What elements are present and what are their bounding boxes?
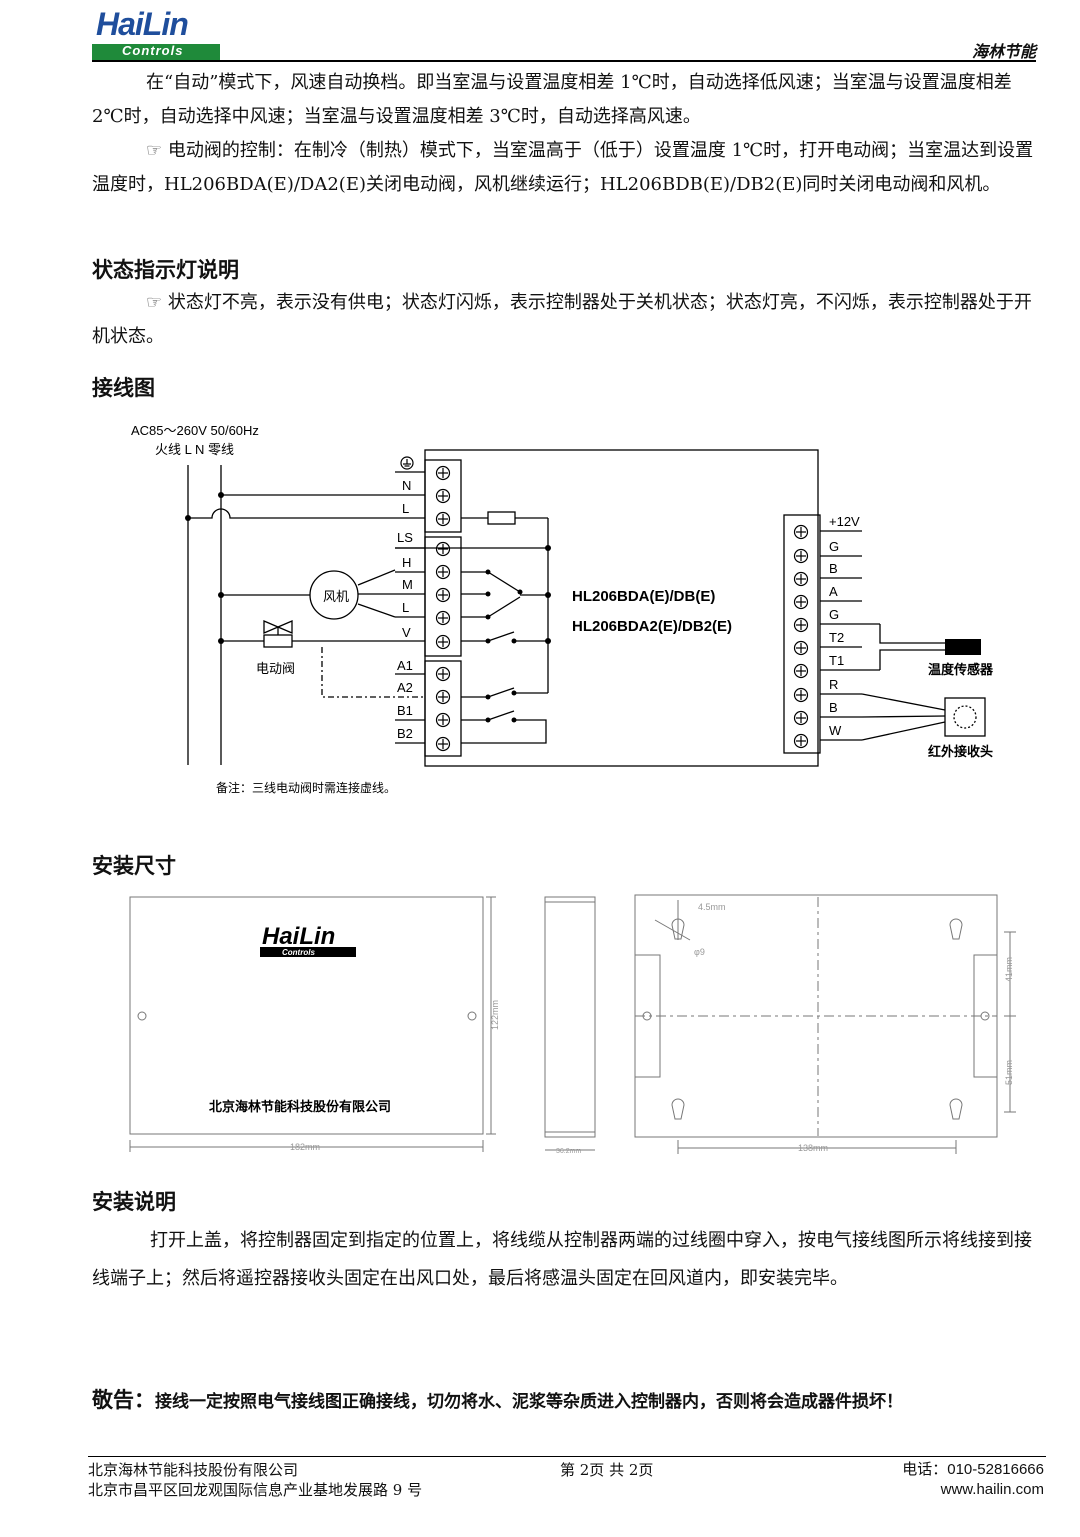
left-terminal-label: V — [402, 625, 411, 640]
right-terminal-label: T1 — [829, 653, 844, 668]
terminal-screw-icon — [793, 594, 809, 610]
terminal-screw-icon — [793, 640, 809, 656]
front-logo-main: HaiLin — [262, 923, 335, 950]
footer-web: www.hailin.com — [940, 1481, 1044, 1498]
wiring-diagram: AC85～260V 50/60Hz 火线 L N 零线 风机 电动阀 备注：三线… — [131, 423, 994, 795]
section-title-wiring: 接线图 — [92, 376, 155, 400]
dim-slot: 4.5mm — [698, 902, 726, 912]
header-rule — [92, 60, 1036, 62]
terminal-screw-icon — [435, 634, 451, 650]
paragraph-auto-mode: 在“自动”模式下，风速自动换档。即当室温与设置温度相差 1℃时，自动选择低风速；… — [92, 72, 1012, 127]
front-logo: HaiLin Controls — [260, 923, 356, 957]
terminal-screw-icon — [435, 511, 451, 527]
right-terminal-label: W — [829, 723, 842, 738]
right-terminal-label: G — [829, 607, 839, 622]
left-terminal-label: M — [402, 577, 413, 592]
left-terminal-label: L — [402, 501, 409, 516]
section-title-dimensions: 安装尺寸 — [92, 854, 176, 878]
ground-icon — [400, 456, 414, 470]
power-label: AC85～260V 50/60Hz — [131, 423, 259, 438]
terminal-screw-icon — [435, 736, 451, 752]
header-logo: HaiLin Controls — [92, 6, 226, 60]
section-title-status: 状态指示灯说明 — [92, 258, 239, 282]
paragraph-status: ☞ 状态灯不亮，表示没有供电；状态灯闪烁，表示控制器处于关机状态；状态灯亮，不闪… — [92, 286, 1036, 354]
right-terminal-label: T2 — [829, 630, 844, 645]
hand-bullet-icon: ☞ — [146, 140, 163, 161]
line-labels: 火线 L N 零线 — [155, 442, 234, 457]
terminal-screw-icon — [435, 564, 451, 580]
paragraph-valve-text: 电动阀的控制：在制冷（制热）模式下，当室温高于（低于）设置温度 1℃时，打开电动… — [92, 140, 1034, 195]
terminal-screw-icon — [793, 687, 809, 703]
terminal-screw-icon — [435, 666, 451, 682]
dimension-drawing: 182mm 122mm 36.2mm 138mm 4.5mm φ9 41mm 5… — [129, 894, 1016, 1155]
footer-page: 第 2页 共 2页 — [560, 1461, 654, 1479]
left-terminal-label: A1 — [397, 658, 413, 673]
warning-label: 敬告： — [92, 1388, 155, 1412]
left-terminal-label: B2 — [397, 726, 413, 741]
left-terminal-label: N — [402, 478, 411, 493]
terminal-screw-icon — [793, 733, 809, 749]
logo-sub: Controls — [122, 43, 184, 58]
fan-label: 风机 — [323, 589, 349, 604]
right-terminal-label: B — [829, 700, 838, 715]
right-terminal-label: +12V — [829, 514, 860, 529]
right-terminal-label: A — [829, 584, 838, 599]
left-terminal-label: L — [402, 600, 409, 615]
left-terminal-label: B1 — [397, 703, 413, 718]
terminal-screw-icon — [435, 465, 451, 481]
footer-address: 北京市昌平区回龙观国际信息产业基地发展路 9 号 — [88, 1481, 423, 1499]
hand-bullet-icon: ☞ — [146, 292, 163, 313]
left-terminal-label: H — [402, 555, 411, 570]
footer-rule — [88, 1456, 1046, 1457]
model-label-2: HL206BDA2(E)/DB2(E) — [572, 618, 732, 635]
logo-sub-bar — [92, 44, 220, 60]
terminal-screw-icon — [435, 712, 451, 728]
footer-company: 北京海林节能科技股份有限公司 — [88, 1461, 299, 1479]
terminal-screw-icon — [793, 663, 809, 679]
dim-width: 182mm — [290, 1142, 320, 1152]
left-terminal-label: LS — [397, 530, 413, 545]
temp-sensor-label: 温度传感器 — [928, 662, 994, 677]
front-logo-sub: Controls — [282, 948, 315, 957]
warning-text: 接线一定按照电气接线图正确接线，切勿将水、泥浆等杂质进入控制器内，否则将会造成器… — [155, 1392, 903, 1412]
terminal-screw-icon — [793, 571, 809, 587]
footer-phone: 电话：010-52816666 — [902, 1461, 1044, 1478]
warning: 敬告：接线一定按照电气接线图正确接线，切勿将水、泥浆等杂质进入控制器内，否则将会… — [92, 1384, 1052, 1414]
paragraph-valve: ☞ 电动阀的控制：在制冷（制热）模式下，当室温高于（低于）设置温度 1℃时，打开… — [92, 134, 1036, 202]
terminal-screw-icon — [435, 541, 451, 557]
right-terminal-label: G — [829, 539, 839, 554]
valve-label: 电动阀 — [256, 661, 295, 676]
logo-main: HaiLin — [96, 6, 189, 42]
terminal-screw-icon — [793, 524, 809, 540]
dim-depth: 36.2mm — [556, 1148, 581, 1155]
dim-hole-span: 138mm — [798, 1143, 828, 1153]
section-title-install: 安装说明 — [92, 1190, 176, 1214]
front-company-name: 北京海林节能科技股份有限公司 — [209, 1099, 391, 1114]
right-terminal-label: B — [829, 561, 838, 576]
terminal-screw-icon — [793, 710, 809, 726]
terminal-screw-icon — [435, 488, 451, 504]
dim-h1: 41mm — [1004, 957, 1014, 982]
terminal-screw-icon — [435, 610, 451, 626]
terminal-screw-icon — [435, 689, 451, 705]
right-terminal-label: R — [829, 677, 838, 692]
ir-receiver-label: 红外接收头 — [928, 744, 993, 759]
terminal-screw-icon — [793, 617, 809, 633]
terminal-screw-icon — [435, 587, 451, 603]
terminal-screw-icon — [793, 548, 809, 564]
header-brand: 海林节能 — [971, 42, 1036, 61]
left-terminal-label: A2 — [397, 680, 413, 695]
dim-height: 122mm — [490, 1000, 500, 1030]
paragraph-status-text: 状态灯不亮，表示没有供电；状态灯闪烁，表示控制器处于关机状态；状态灯亮，不闪烁，… — [92, 292, 1032, 347]
wiring-note: 备注：三线电动阀时需连接虚线。 — [216, 780, 396, 795]
model-label-1: HL206BDA(E)/DB(E) — [572, 588, 715, 605]
paragraph-install: 打开上盖，将控制器固定到指定的位置上，将线缆从控制器两端的过线圈中穿入，按电气接… — [92, 1230, 1032, 1289]
dim-h2: 51mm — [1004, 1060, 1014, 1085]
dim-dia: φ9 — [694, 947, 705, 957]
